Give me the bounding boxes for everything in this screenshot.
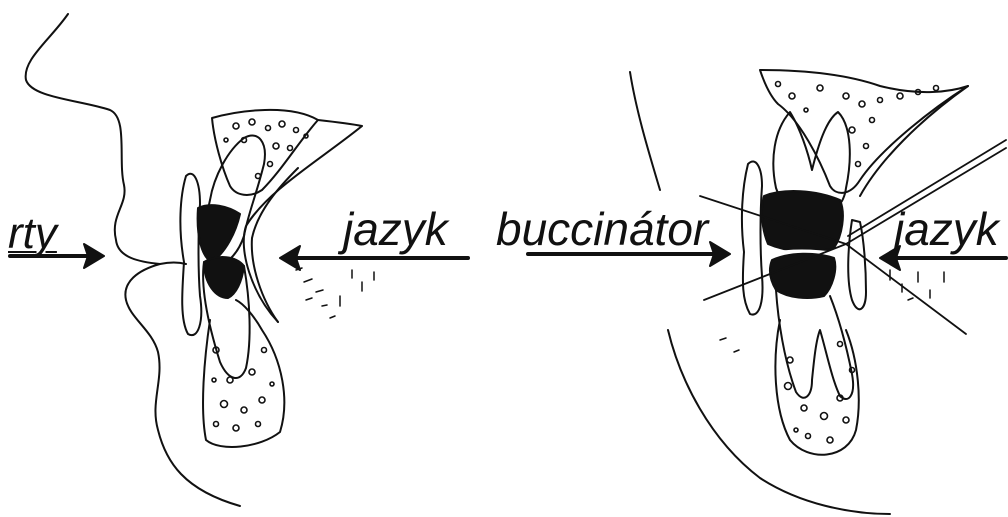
upper-molar-bone [760,70,968,193]
label-buccinator: buccinátor [496,206,708,252]
buccal-tissue-band [742,161,763,314]
lip-tissue-band [180,174,201,335]
lower-incisor-dark-area [204,257,244,298]
left-panel-incisor [10,14,468,506]
label-jazyk-left: jazyk [343,206,448,252]
lower-molar-trabeculae [785,342,855,444]
lower-bone-trabeculae [212,347,274,431]
jaw-outline [630,72,660,190]
label-rty: rty [8,212,57,256]
upper-incisor-dark-area [198,205,240,262]
lip-contact-line [160,263,186,265]
tongue-hatching-left [296,268,374,318]
label-jazyk-right: jazyk [894,206,999,252]
right-panel-molar [528,70,1006,514]
